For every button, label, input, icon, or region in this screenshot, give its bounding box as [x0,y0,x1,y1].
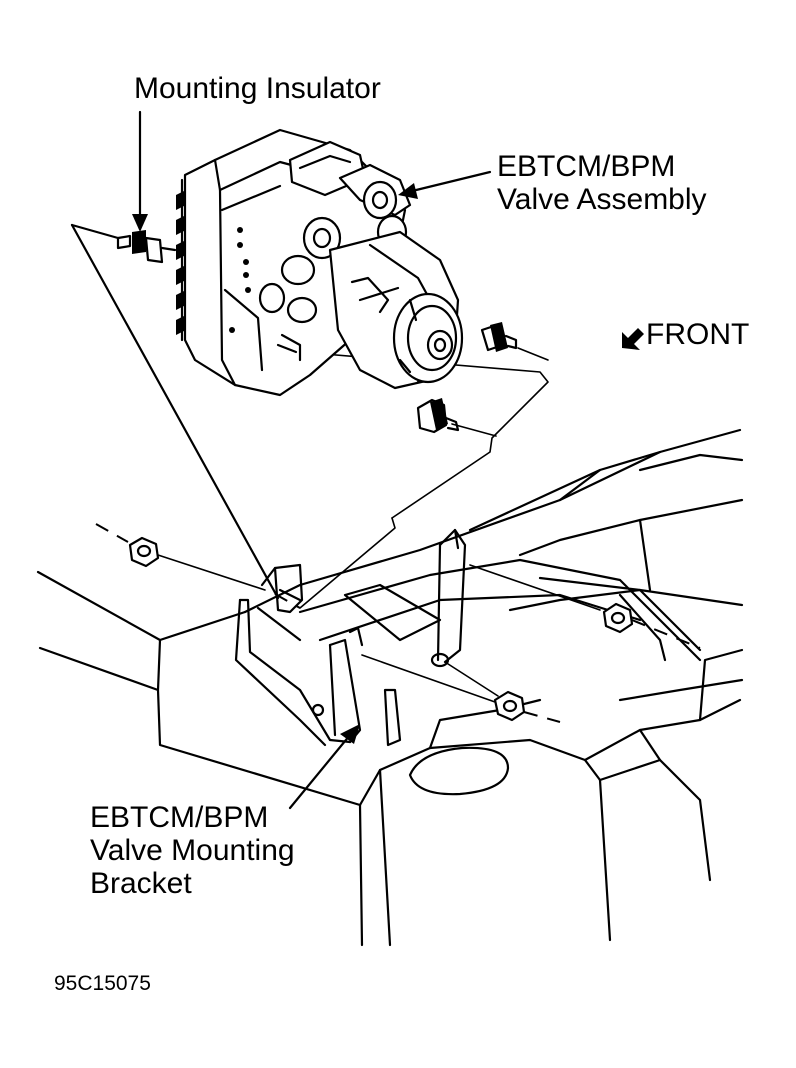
nut-lower [493,690,526,722]
exploded-leaders [70,223,549,609]
figure-code-text: 95C15075 [54,972,151,995]
nut-right [602,602,634,634]
figure-code: 95C15075 [54,972,151,996]
nut-left [128,536,160,568]
arrow-down-left-icon [622,328,644,350]
mounting-insulator-text: Mounting Insulator [134,72,381,105]
mounting-bracket-label: EBTCM/BPM Valve Mounting Bracket [90,801,295,900]
insulator-right [480,322,518,352]
vehicle-frame [36,428,744,947]
insulator-left [116,230,177,264]
valve-assembly-line-1: EBTCM/BPM [497,150,676,183]
front-text: FRONT [646,318,750,351]
mounting-insulator-label: Mounting Insulator [134,72,381,105]
bracket-line-3: Bracket [90,867,192,900]
mounting-insulators [116,230,518,434]
fasteners [95,523,701,723]
callout-arrows [132,110,492,810]
bracket-line-1: EBTCM/BPM [90,801,269,834]
front-direction-label: FRONT [646,318,749,351]
mounting-bracket [234,528,702,747]
bracket-line-2: Valve Mounting [90,834,295,867]
valve-assembly-line-2: Valve Assembly [497,183,707,216]
valve-assembly-label: EBTCM/BPM Valve Assembly [497,150,707,216]
valve-assembly [176,128,464,397]
insulator-lower [416,398,460,434]
